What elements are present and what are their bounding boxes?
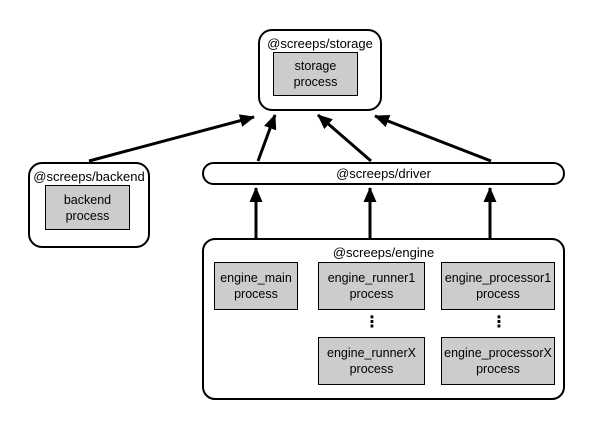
backend-node-label: @screeps/backend xyxy=(33,169,145,184)
engine-node: @screeps/engine engine_main process engi… xyxy=(202,238,565,400)
engine-runner1-line2: process xyxy=(349,287,394,301)
arrow-driver-to-storage-right xyxy=(374,114,492,163)
storage-node: @screeps/storage storage process xyxy=(258,29,382,111)
engine-runner1-process-box: engine_runner1 process xyxy=(318,262,425,310)
engine-node-label: @screeps/engine xyxy=(332,245,435,260)
arrow-driver-to-storage-left xyxy=(256,114,277,162)
backend-process-line1: backend xyxy=(63,192,112,207)
engine-runnerX-line1: engine_runnerX xyxy=(327,346,416,360)
driver-node: @screeps/driver xyxy=(202,162,565,185)
engine-processor1-process-box: engine_processor1 process xyxy=(441,262,555,310)
backend-process-line2: process xyxy=(65,208,110,223)
engine-processorX-line2: process xyxy=(476,362,520,376)
storage-process-line1: storage xyxy=(294,59,337,73)
engine-runner1-line1: engine_runner1 xyxy=(327,271,416,285)
engine-runnerX-line2: process xyxy=(349,362,394,376)
processor-ellipsis: ⋮ xyxy=(491,314,507,331)
storage-process-line2: process xyxy=(293,75,338,89)
arrow-driver-to-storage-middle xyxy=(317,113,372,163)
storage-node-label: @screeps/storage xyxy=(267,36,373,51)
engine-runnerX-process-box: engine_runnerX process xyxy=(318,337,425,385)
engine-processor1-line2: process xyxy=(476,287,520,301)
runner-ellipsis: ⋮ xyxy=(364,314,380,331)
engine-processor1-line1: engine_processor1 xyxy=(444,271,552,285)
driver-node-label: @screeps/driver xyxy=(336,166,431,181)
engine-processorX-process-box: engine_processorX process xyxy=(441,337,555,385)
arrow-backend-to-storage xyxy=(88,114,255,163)
backend-node: @screeps/backend backend process xyxy=(28,162,150,248)
engine-processorX-line1: engine_processorX xyxy=(444,346,552,360)
storage-process-box: storage process xyxy=(273,52,358,96)
engine-main-line1: engine_main xyxy=(220,271,292,285)
engine-main-line2: process xyxy=(234,287,278,301)
backend-process-box: backend process xyxy=(45,185,130,230)
engine-main-process-box: engine_main process xyxy=(214,262,298,310)
